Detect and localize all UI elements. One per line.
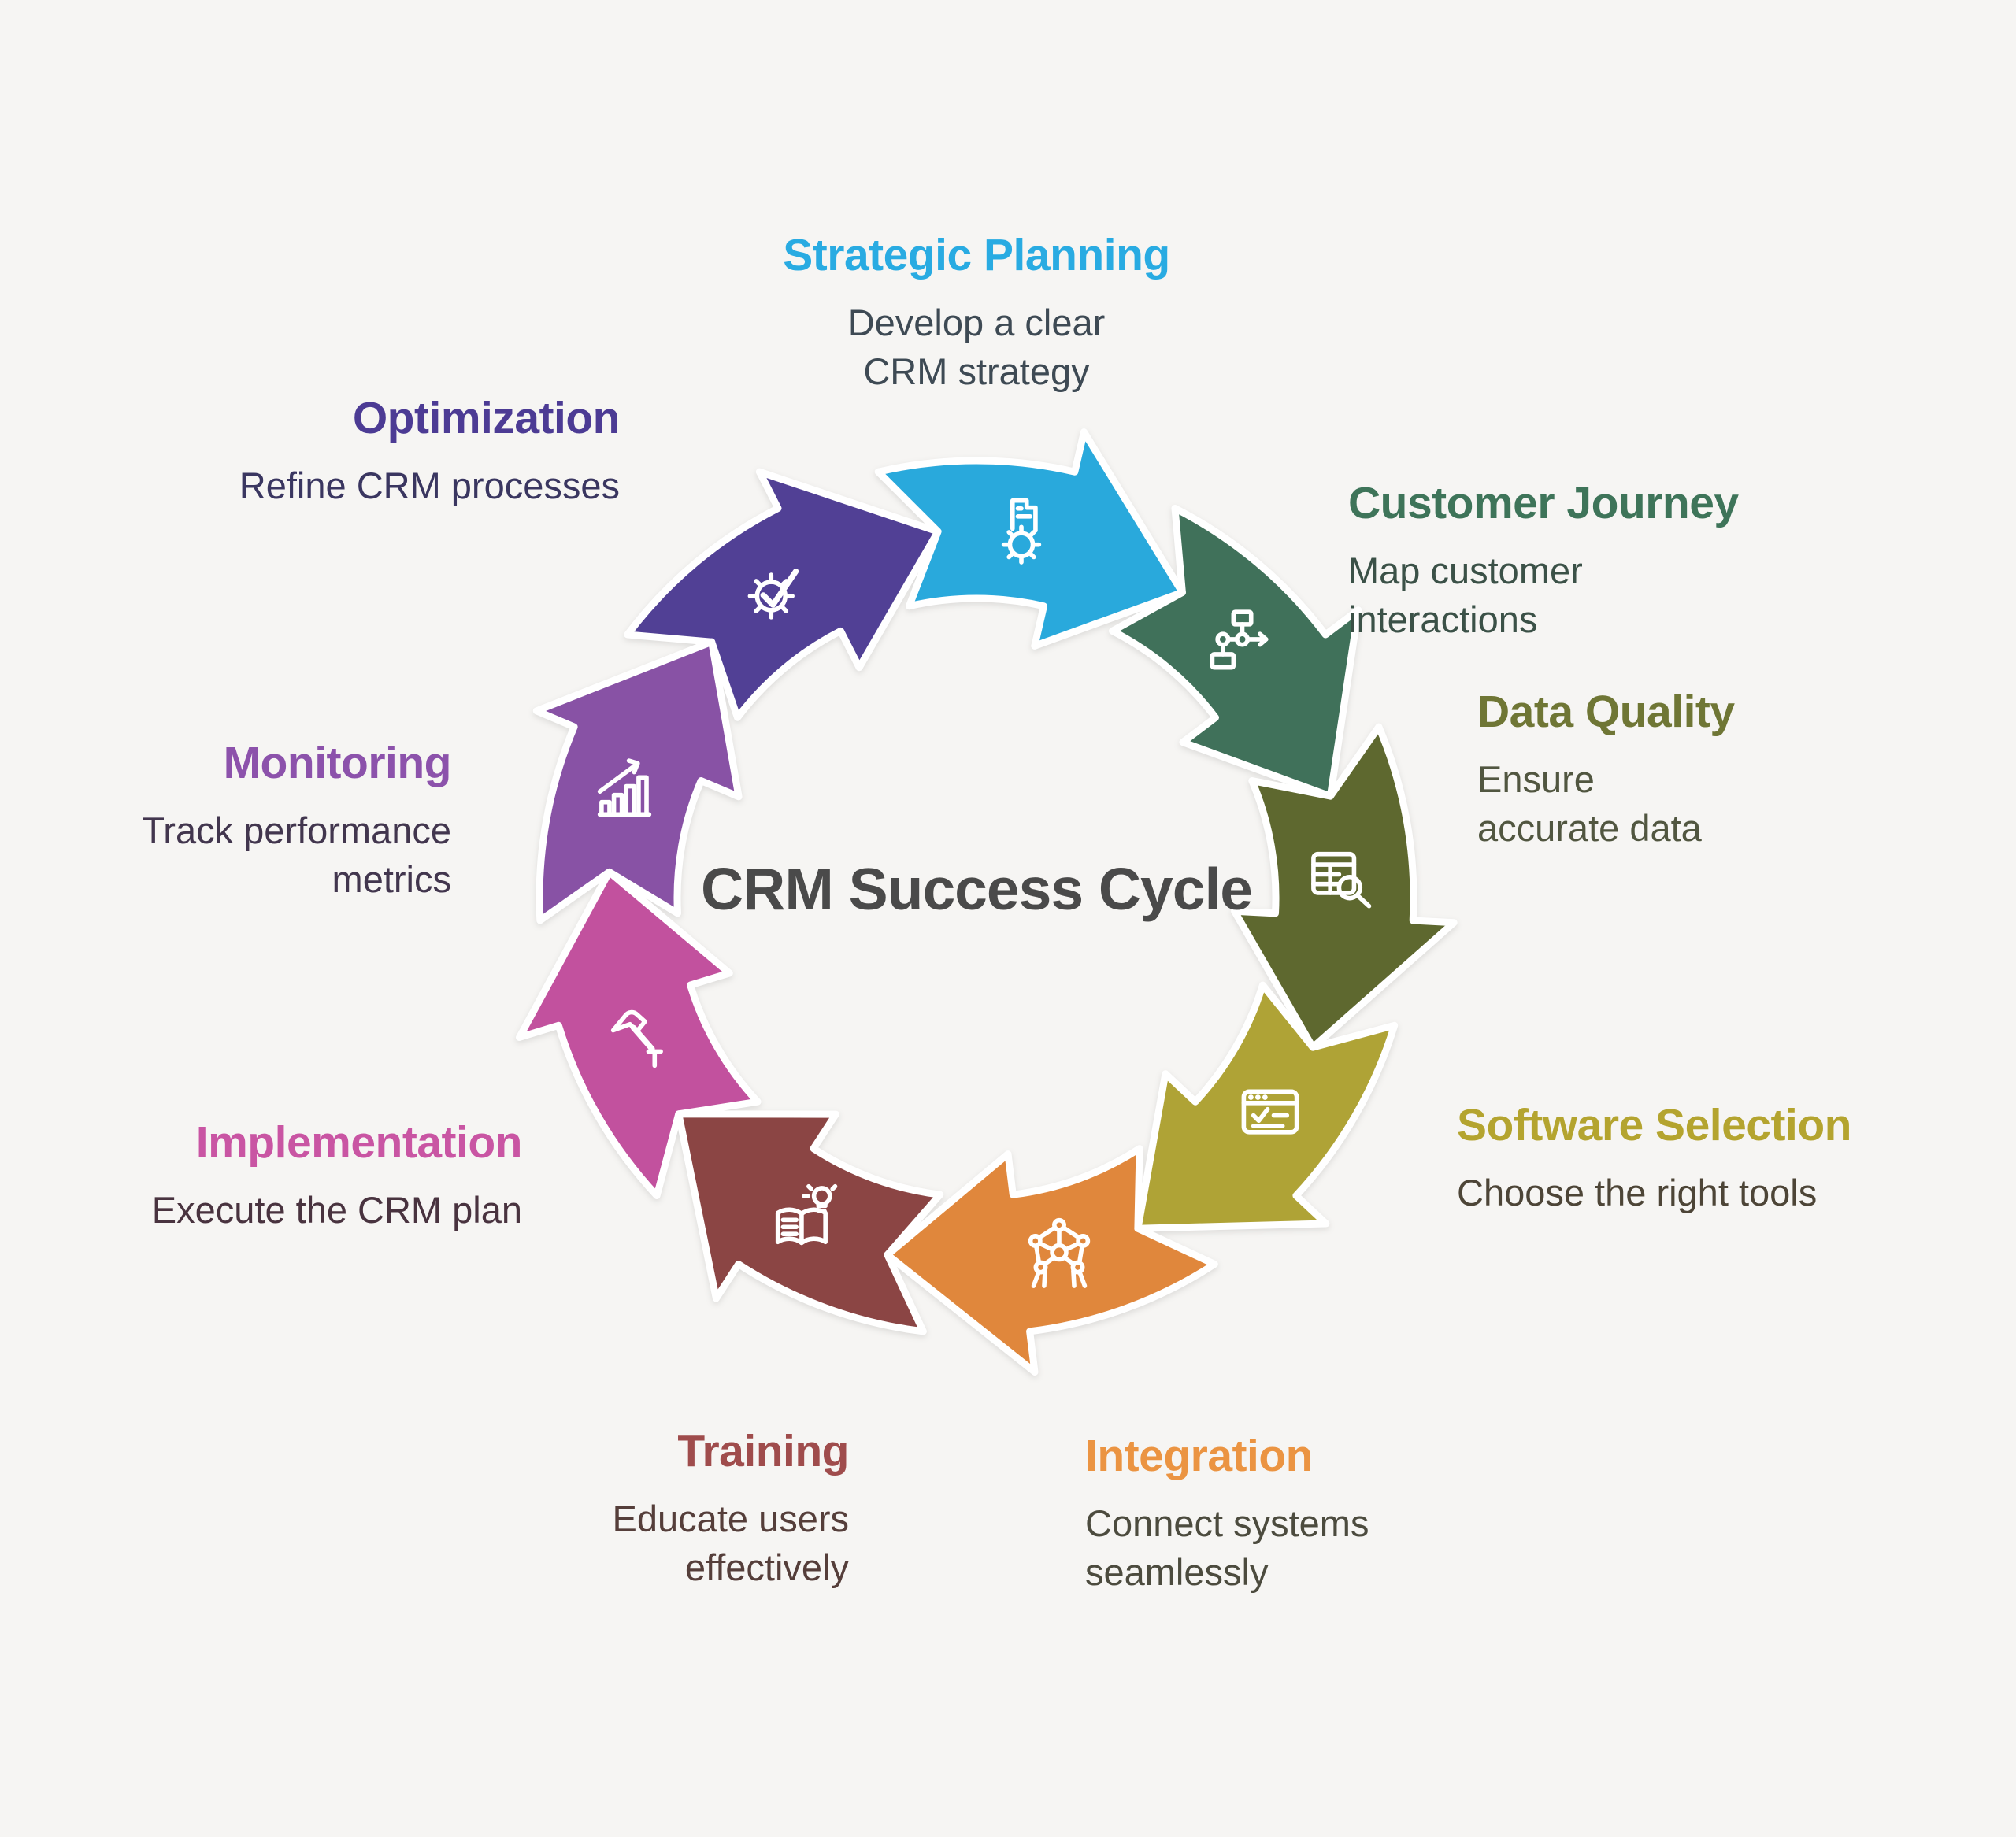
label-implementation: Implementation Execute the CRM plan bbox=[34, 1117, 523, 1235]
cycle-arrow-segment bbox=[1231, 723, 1458, 1051]
segment-title: Customer Journey bbox=[1348, 478, 1739, 528]
segment-title: Monitoring bbox=[223, 738, 452, 788]
label-optimization: Optimization Refine CRM processes bbox=[116, 393, 621, 510]
cycle-arrow-segment bbox=[1134, 981, 1399, 1232]
strategy-gear-building-icon bbox=[977, 488, 1065, 576]
label-software-selection: Software Selection Choose the right tool… bbox=[1457, 1100, 1977, 1217]
segment-title: Implementation bbox=[195, 1117, 523, 1168]
cycle-arrow-segment bbox=[1109, 505, 1362, 800]
implementation-hammer-icon bbox=[594, 997, 682, 1085]
segment-description: Execute the CRM plan bbox=[151, 1188, 522, 1231]
segment-title: Integration bbox=[1085, 1431, 1314, 1481]
optimization-gear-check-icon bbox=[732, 545, 821, 633]
segment-description: Choose the right tools bbox=[1457, 1171, 1818, 1213]
segment-title: Software Selection bbox=[1457, 1100, 1851, 1150]
segment-description: Refine CRM processes bbox=[239, 464, 620, 506]
segment-title: Strategic Planning bbox=[783, 230, 1170, 280]
segment-title: Optimization bbox=[352, 393, 621, 443]
integration-network-icon bbox=[1015, 1212, 1103, 1300]
segment-title: Training bbox=[677, 1426, 849, 1476]
monitoring-chart-icon bbox=[580, 746, 669, 834]
diagram-center-title: CRM Success Cycle bbox=[701, 856, 1253, 922]
software-checklist-window-icon bbox=[1226, 1075, 1314, 1163]
data-table-magnifier-icon bbox=[1299, 835, 1388, 923]
segment-title: Data Quality bbox=[1477, 687, 1735, 737]
cycle-arrow-segment bbox=[675, 1110, 944, 1335]
journey-flowchart-icon bbox=[1202, 603, 1290, 691]
training-book-bulb-icon bbox=[765, 1181, 854, 1269]
